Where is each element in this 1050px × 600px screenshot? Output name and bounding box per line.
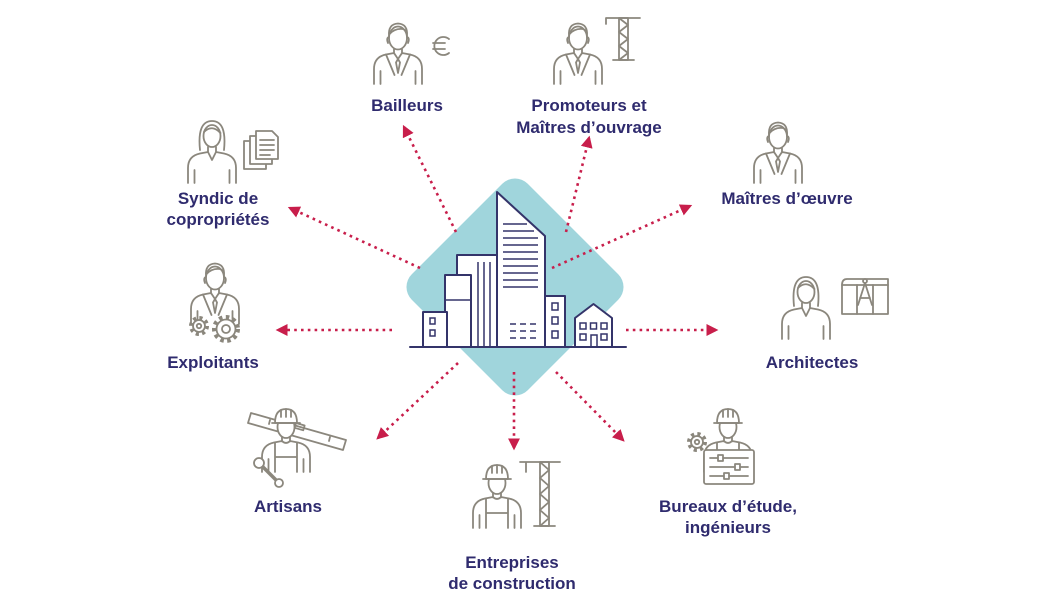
tower-windows: [503, 223, 538, 339]
documents-icon: [243, 130, 279, 170]
worker-crane-icon: [472, 461, 561, 529]
euro-icon: [432, 36, 450, 56]
control-panel-icon: [703, 449, 755, 485]
label-syndic-line2: copropriétés: [167, 210, 270, 229]
arrow-to-syndic: [287, 206, 421, 270]
label-bureaux-line2: ingénieurs: [685, 518, 771, 537]
businessman-icon: [753, 121, 803, 184]
city-buildings-icon: [409, 191, 627, 348]
arrows: [275, 124, 719, 451]
wrench-icon: [253, 457, 284, 488]
arrow-to-bailleurs: [402, 124, 458, 233]
label-exploitants: Exploitants: [167, 353, 259, 372]
label-maitres-oeuvre: Maîtres d’œuvre: [721, 189, 852, 208]
worker-level-wrench-icon: [247, 408, 347, 488]
label-entreprises-line1: Entreprises: [465, 553, 559, 572]
label-entreprises-line2: de construction: [448, 574, 576, 593]
blueprint-compass-icon: [841, 278, 889, 315]
arrow-to-maitres-oeuvre: [551, 204, 693, 270]
label-artisans: Artisans: [254, 497, 322, 516]
crane-icon: [605, 17, 641, 61]
businessman-gears-icon: [189, 262, 240, 343]
label-promoteurs-line1: Promoteurs et: [531, 96, 647, 115]
worker-gear-panel-icon: [687, 408, 755, 485]
building-left: [444, 274, 472, 348]
gears-icon: [189, 315, 240, 343]
label-bureaux-line1: Bureaux d’étude,: [659, 497, 797, 516]
label-architectes: Architectes: [766, 353, 859, 372]
woman-documents-icon: [187, 120, 279, 184]
label-syndic-line1: Syndic de: [178, 189, 258, 208]
arrow-to-bureaux: [555, 371, 625, 442]
woman-blueprint-icon: [781, 276, 889, 340]
label-promoteurs-line2: Maîtres d’ouvrage: [516, 118, 662, 137]
label-bailleurs: Bailleurs: [371, 96, 443, 115]
businessman-crane-icon: [553, 17, 641, 85]
crane-icon: [519, 461, 561, 527]
arrow-to-promoteurs: [564, 135, 593, 233]
arrow-to-artisans: [376, 362, 459, 440]
businessman-euro-icon: [373, 22, 450, 85]
gear-icon: [687, 432, 707, 452]
